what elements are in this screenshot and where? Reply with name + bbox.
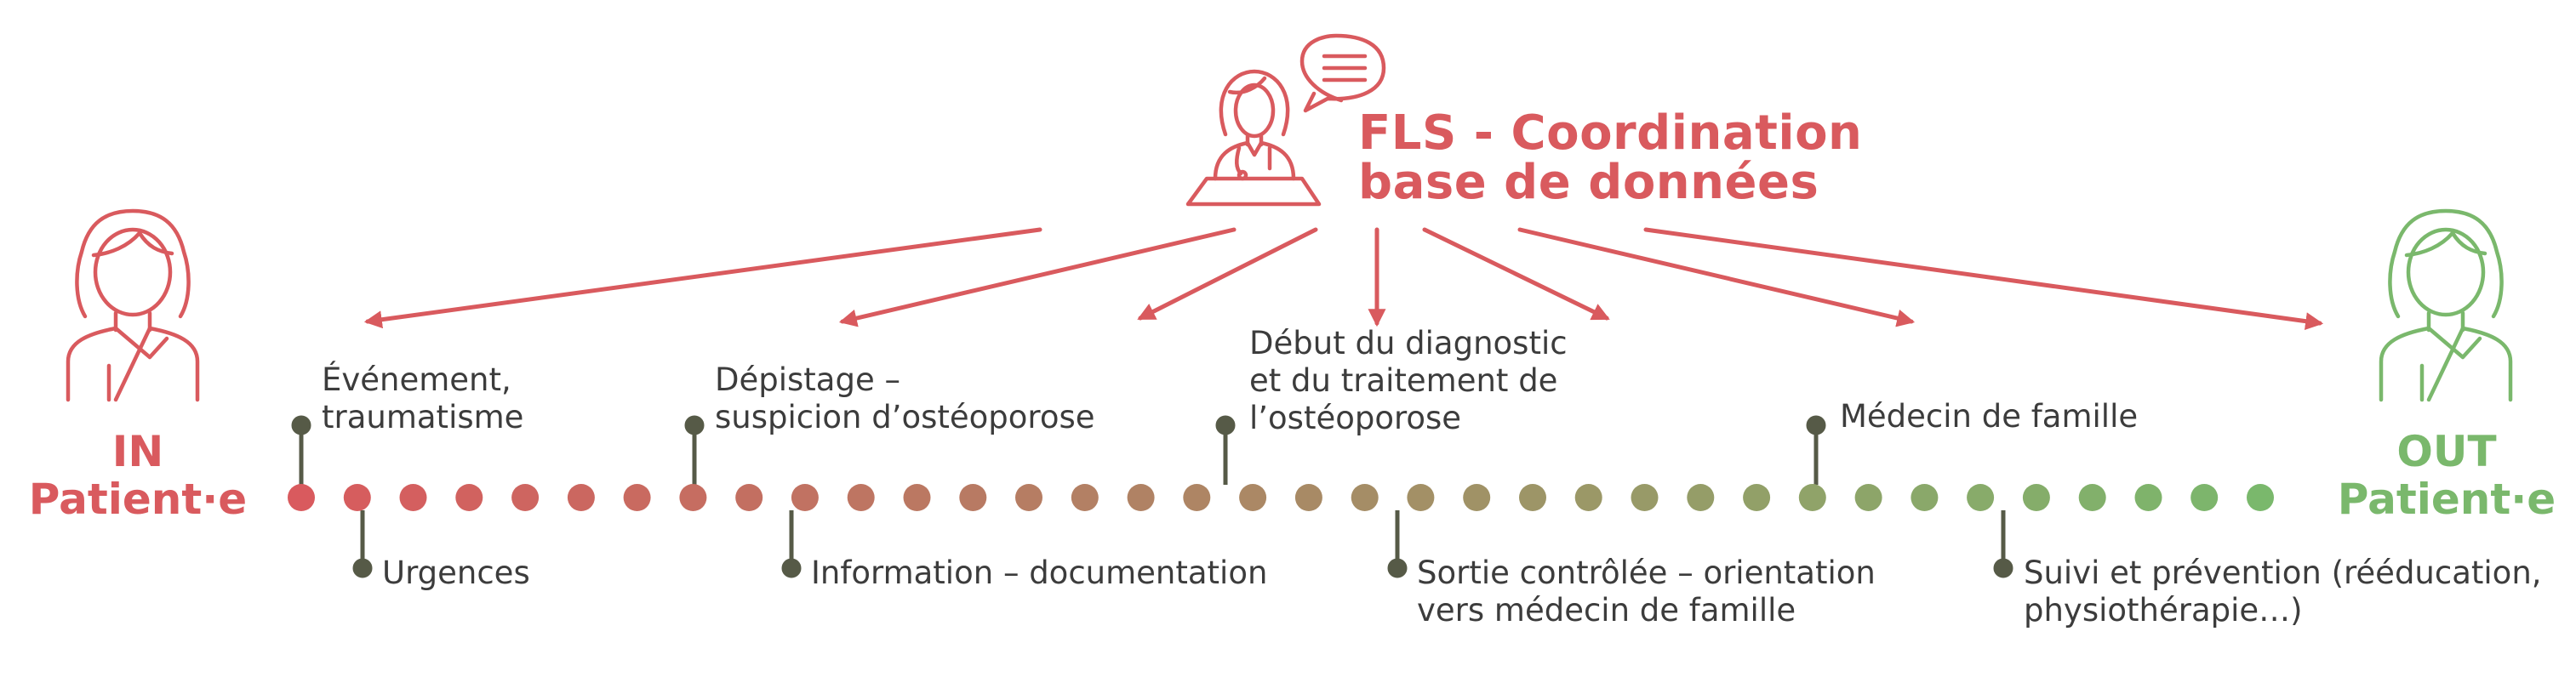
patient-in-label: IN Patient·e [10, 428, 266, 523]
arrow-to-suivi [1643, 227, 2324, 331]
timeline-dots [288, 484, 2274, 511]
arrow-to-medecin [1517, 227, 1916, 327]
timeline-dot [1967, 484, 1995, 511]
step-diagnostic-line2: et du traitement de [1249, 362, 1558, 399]
timeline-dot [1127, 484, 1155, 511]
step-evenement: Événement, traumatisme [322, 361, 523, 436]
timeline-dot [2190, 484, 2219, 511]
timeline-dot [1743, 484, 1771, 511]
timeline-dot [1351, 484, 1379, 511]
step-sortie-line2: vers médecin de famille [1417, 592, 1796, 629]
timeline-dot [1519, 484, 1546, 511]
timeline-dot [2134, 484, 2162, 511]
step-information: Information – documentation [811, 555, 1267, 592]
timeline-dot [455, 484, 483, 511]
timeline-dot [1687, 484, 1715, 511]
patient-in-icon [66, 208, 200, 402]
step-suivi: Suivi et prévention (rééducation, physio… [2024, 555, 2542, 629]
step-diagnostic-line1: Début du diagnostic [1249, 325, 1568, 361]
step-sortie-line1: Sortie contrôlée – orientation [1417, 555, 1876, 591]
timeline-dot [1015, 484, 1042, 511]
timeline-dot [1798, 484, 1826, 511]
step-suivi-line2: physiothérapie…) [2024, 592, 2303, 629]
timeline-dot [623, 484, 651, 511]
patient-in-line2: Patient·e [28, 475, 248, 524]
timeline-dot [1294, 484, 1322, 511]
coordination-title-line1: FLS - Coordination [1358, 105, 1863, 161]
timeline-dot [1574, 484, 1602, 511]
stem-information [781, 510, 802, 578]
step-medecin-line1: Médecin de famille [1840, 398, 2139, 435]
coordinator-doctor-icon [1185, 69, 1322, 207]
step-information-line1: Information – documentation [811, 555, 1268, 591]
arrow-to-depistage [838, 227, 1237, 327]
step-diagnostic: Début du diagnostic et du traitement de … [1249, 325, 1568, 437]
timeline-dot [1911, 484, 1939, 511]
stem-evenement [291, 415, 311, 485]
arrow-to-information [1137, 227, 1318, 321]
patient-out-label: OUT Patient·e [2319, 428, 2574, 523]
timeline-dot [1183, 484, 1211, 511]
step-medecin: Médecin de famille [1840, 398, 2138, 435]
coordination-arrows [363, 227, 2324, 331]
timeline-dot [399, 484, 427, 511]
arrow-to-evenement [363, 227, 1042, 329]
step-evenement-line2: traumatisme [322, 399, 524, 435]
patient-in-line1: IN [111, 427, 164, 476]
timeline-dot [735, 484, 763, 511]
timeline-dot [959, 484, 987, 511]
step-evenement-line1: Événement, [322, 361, 511, 398]
timeline-dot [1463, 484, 1491, 511]
stem-sortie [1387, 510, 1408, 578]
patient-out-line2: Patient·e [2337, 475, 2556, 524]
timeline-dot [1854, 484, 1882, 511]
timeline-dot [2022, 484, 2050, 511]
timeline-stems [291, 415, 2013, 578]
timeline-dot [791, 484, 819, 511]
stem-diagnostic [1215, 415, 1236, 485]
stem-urgences [352, 510, 373, 578]
coordination-title-line2: base de données [1358, 155, 1819, 210]
timeline-dot [567, 484, 595, 511]
step-sortie: Sortie contrôlée – orientation vers méde… [1417, 555, 1876, 629]
step-urgences-line1: Urgences [382, 555, 530, 591]
step-depistage-line2: suspicion d’ostéoporose [715, 399, 1095, 435]
arrow-to-sortie [1422, 227, 1610, 321]
stem-suivi [1993, 510, 2013, 578]
timeline-dot [1631, 484, 1659, 511]
stem-medecin [1806, 415, 1826, 485]
step-depistage: Dépistage – suspicion d’ostéoporose [715, 361, 1095, 436]
timeline-dot [903, 484, 931, 511]
step-suivi-line1: Suivi et prévention (rééducation, [2024, 555, 2542, 591]
step-depistage-line1: Dépistage – [715, 361, 900, 398]
timeline-dot [1071, 484, 1099, 511]
timeline-dot [1407, 484, 1435, 511]
step-diagnostic-line3: l’ostéoporose [1249, 400, 1462, 436]
timeline-dot [511, 484, 540, 511]
patient-out-icon [2379, 208, 2513, 402]
patient-out-line1: OUT [2396, 427, 2497, 476]
timeline-dot [288, 484, 315, 511]
speech-bubble-icon [1299, 33, 1386, 113]
step-urgences: Urgences [382, 555, 530, 592]
coordination-title: FLS - Coordination base de données [1358, 109, 1862, 208]
timeline-dot [847, 484, 875, 511]
timeline-dot [2078, 484, 2106, 511]
timeline-dot [1239, 484, 1267, 511]
stem-depistage [684, 415, 705, 485]
timeline-dot [343, 484, 371, 511]
timeline-dot [679, 484, 707, 511]
timeline-dot [2247, 484, 2274, 511]
